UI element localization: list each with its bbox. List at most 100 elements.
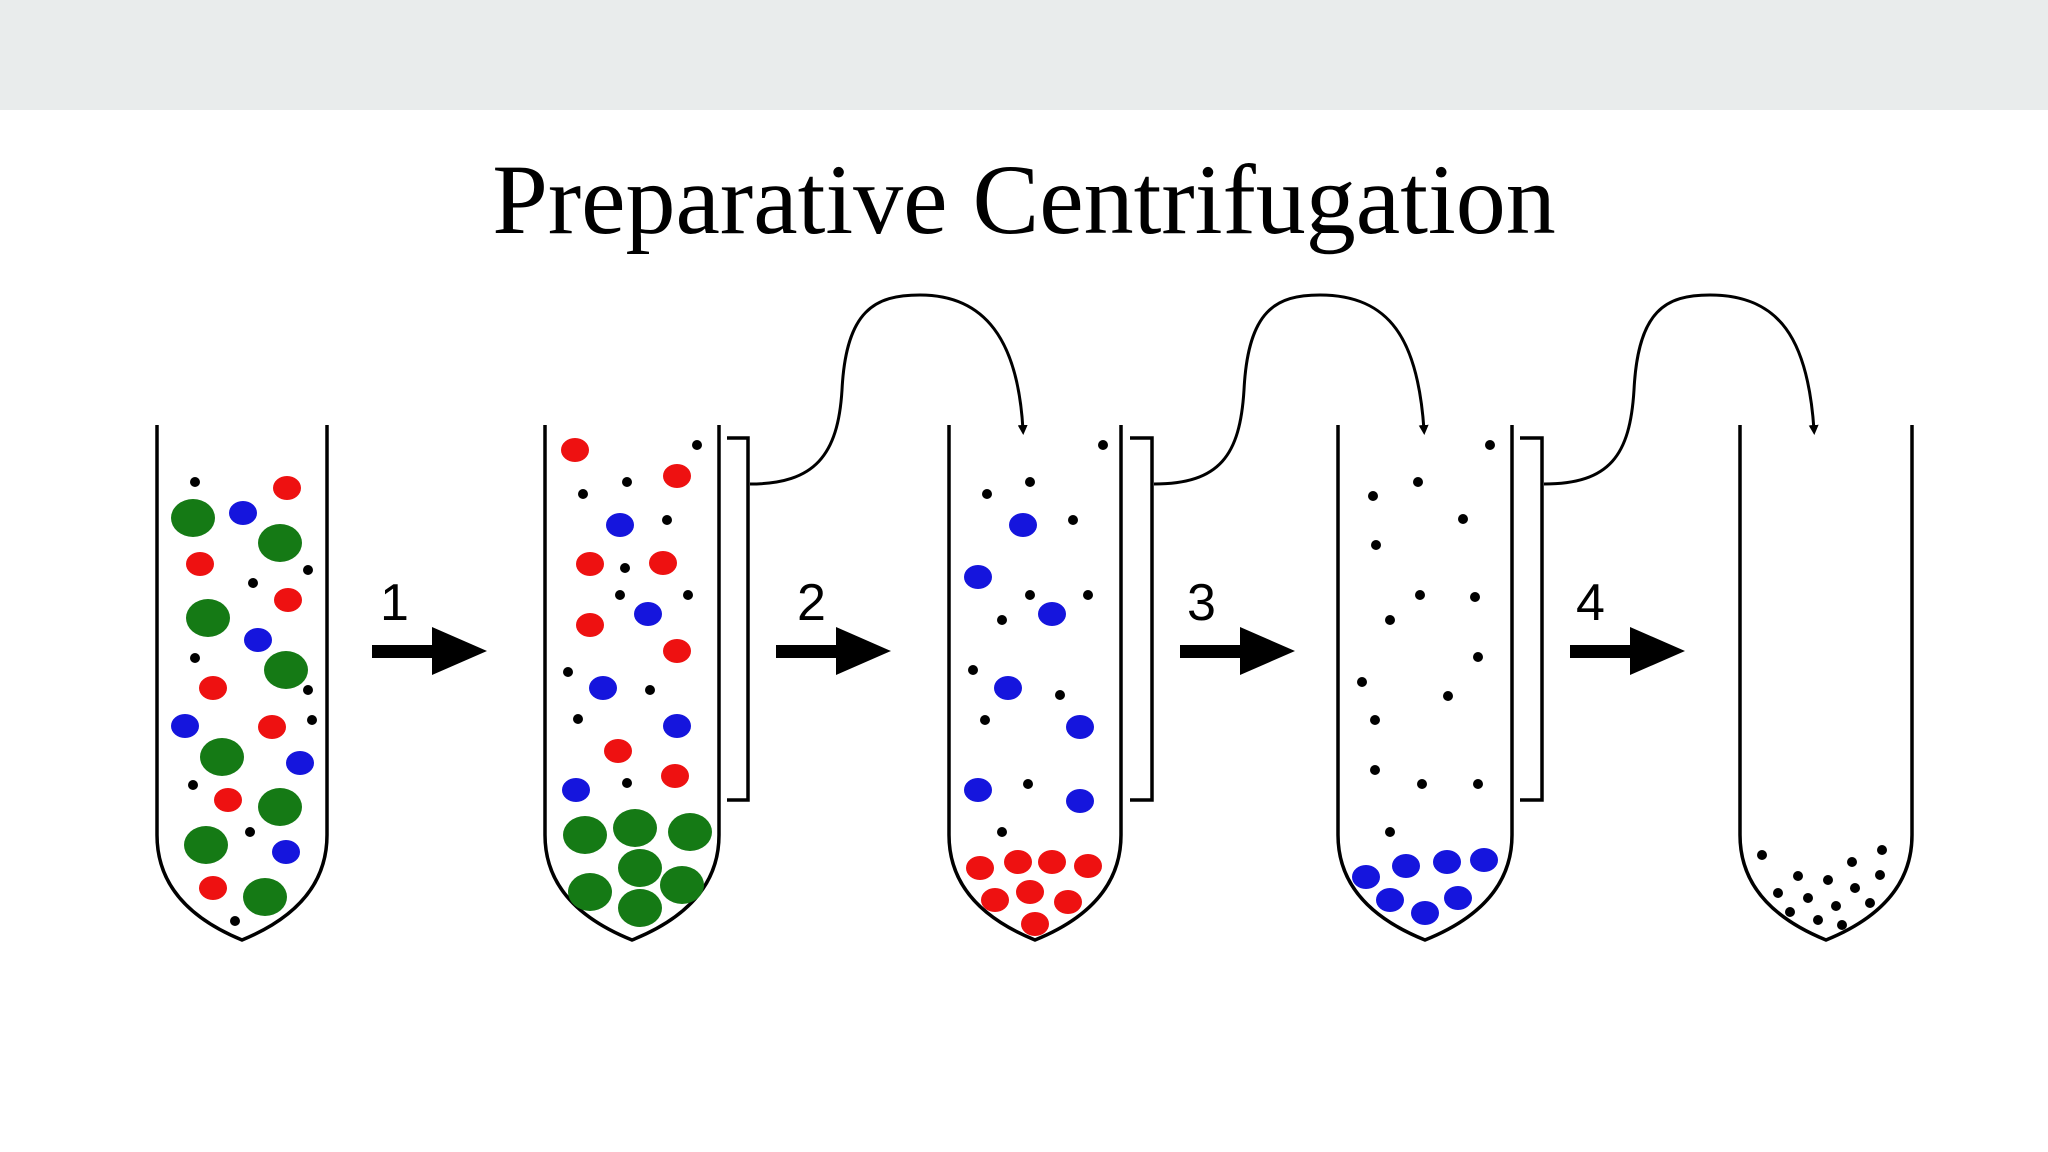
medium-particle [663,639,691,663]
large-particle [668,813,712,851]
tiny-particle [645,685,655,695]
particles-tube-3 [964,440,1108,936]
tiny-particle [1098,440,1108,450]
medium-particle [561,438,589,462]
tiny-particle [997,827,1007,837]
tiny-particle [190,477,200,487]
small-particle [1392,854,1420,878]
tiny-particle [1055,690,1065,700]
medium-particle [1054,890,1082,914]
tiny-particle [1877,845,1887,855]
step-arrow-3 [1180,627,1295,675]
tiny-particle [1773,888,1783,898]
top-band [0,0,2048,110]
medium-particle [981,888,1009,912]
small-particle [1066,789,1094,813]
tiny-particle [662,515,672,525]
tiny-particle [692,440,702,450]
small-particle [286,751,314,775]
step-arrows [372,627,1685,675]
particles-tube-2 [561,438,712,927]
tiny-particle [1370,715,1380,725]
tiny-particle [303,565,313,575]
bracket-2 [727,436,750,802]
large-particle [258,524,302,562]
large-particle [618,849,662,887]
large-particle [618,889,662,927]
small-particle [1433,850,1461,874]
medium-particle [604,739,632,763]
tiny-particle [980,715,990,725]
tiny-particle [1083,590,1093,600]
medium-particle [274,588,302,612]
step-label-3: 3 [1187,574,1216,632]
tiny-particle [1473,779,1483,789]
large-particle [186,599,230,637]
large-particle [258,788,302,826]
tiny-particle [683,590,693,600]
tiny-particle [1068,515,1078,525]
tiny-particle [1385,615,1395,625]
tiny-particle [578,489,588,499]
small-particle [589,676,617,700]
tiny-particle [230,916,240,926]
step-label-2: 2 [797,574,826,632]
medium-particle [966,856,994,880]
medium-particle [186,552,214,576]
tiny-particle [1470,592,1480,602]
small-particle [663,714,691,738]
small-particle [1009,513,1037,537]
tiny-particle [1413,477,1423,487]
large-particle [563,816,607,854]
small-particle [171,714,199,738]
bracket-4 [1520,436,1544,802]
small-particle [1376,888,1404,912]
tiny-particle [1025,477,1035,487]
transfer-curve-2 [1153,293,1429,486]
tiny-particle [1025,590,1035,600]
tiny-particle [1415,590,1425,600]
large-particle [171,499,215,537]
medium-particle [199,876,227,900]
tiny-particle [1458,514,1468,524]
step-label-4: 4 [1576,574,1605,632]
tube-2 [543,425,721,942]
small-particle [964,565,992,589]
medium-particle [258,715,286,739]
medium-particle [576,613,604,637]
tiny-particle [1793,871,1803,881]
small-particle [1444,886,1472,910]
tiny-particle [1865,898,1875,908]
tiny-particle [573,714,583,724]
tiny-particle [190,653,200,663]
tiny-particle [1847,857,1857,867]
transfer-curve-1 [749,293,1028,486]
large-particle [264,651,308,689]
particles-tube-5 [1757,845,1887,930]
tube-outlines [155,425,1914,942]
medium-particle [214,788,242,812]
tiny-particle [615,590,625,600]
tiny-particle [1803,893,1813,903]
medium-particle [661,764,689,788]
medium-particle [663,464,691,488]
transfer-curves [749,293,1819,486]
small-particle [964,778,992,802]
large-particle [184,826,228,864]
tiny-particle [563,667,573,677]
tiny-particle [622,778,632,788]
medium-particle [1016,880,1044,904]
large-particle [613,809,657,847]
tiny-particle [1850,883,1860,893]
small-particle [244,628,272,652]
step-arrow-2 [776,627,891,675]
slide-title: Preparative Centrifugation [492,144,1556,255]
large-particle [243,878,287,916]
tiny-particle [188,780,198,790]
tiny-particle [968,665,978,675]
small-particle [229,501,257,525]
medium-particle [1004,850,1032,874]
medium-particle [1021,912,1049,936]
small-particle [606,513,634,537]
